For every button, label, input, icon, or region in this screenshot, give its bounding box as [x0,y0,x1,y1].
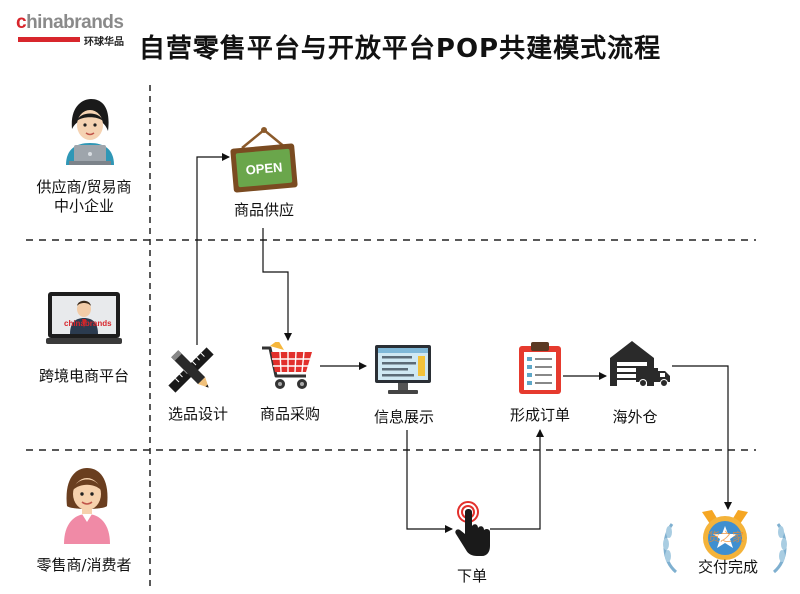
open-sign-icon: OPEN [228,126,300,194]
supplier-avatar-icon [60,97,120,167]
pencil-ruler-icon [166,345,216,395]
node-label-order-form: 形成订单 [509,406,570,424]
arrow-display-to-order [406,430,453,533]
open-sign-text: OPEN [245,159,283,177]
node-label-select: 选品设计 [167,405,228,423]
monitor-icon [373,343,433,397]
node-label-delivered: 交付完成 [697,558,758,576]
lane-label-supplier: 供应商/贸易商 中小企业 [36,178,132,215]
node-label-display: 信息展示 [373,408,434,426]
chinabrands-logo: chinabrands 环球华品 [16,12,124,48]
lane-label-consumer: 零售商/消费者 [36,556,132,574]
node-label-purchase: 商品采购 [259,405,320,423]
watermark-text: 货之家 [708,530,745,544]
arrow-order-to-orderform [490,429,544,530]
node-label-place-order: 下单 [456,567,487,585]
node-label-supply: 商品供应 [233,201,294,219]
arrow-warehouse-to-delivered [672,365,732,510]
clipboard-icon [517,340,563,396]
warehouse-truck-icon [608,338,672,390]
medal-badge-icon: 货之家 [660,506,790,574]
logo-subtitle: 环球华品 [84,37,124,48]
lane-label-platform: 跨境电商平台 [38,367,129,385]
arrow-select-to-supply [196,153,230,345]
presenter-monitor-icon: chinabrands [46,286,122,348]
shopping-cart-icon [260,340,316,394]
consumer-avatar-icon [60,466,114,544]
hand-click-icon [452,500,492,558]
arrow-supply-to-purchase [262,228,292,341]
node-label-warehouse: 海外仓 [612,408,658,426]
page-title: 自营零售平台与开放平台POP共建模式流程 [138,34,662,64]
monitor-brand-text: chinabrands [64,319,112,328]
